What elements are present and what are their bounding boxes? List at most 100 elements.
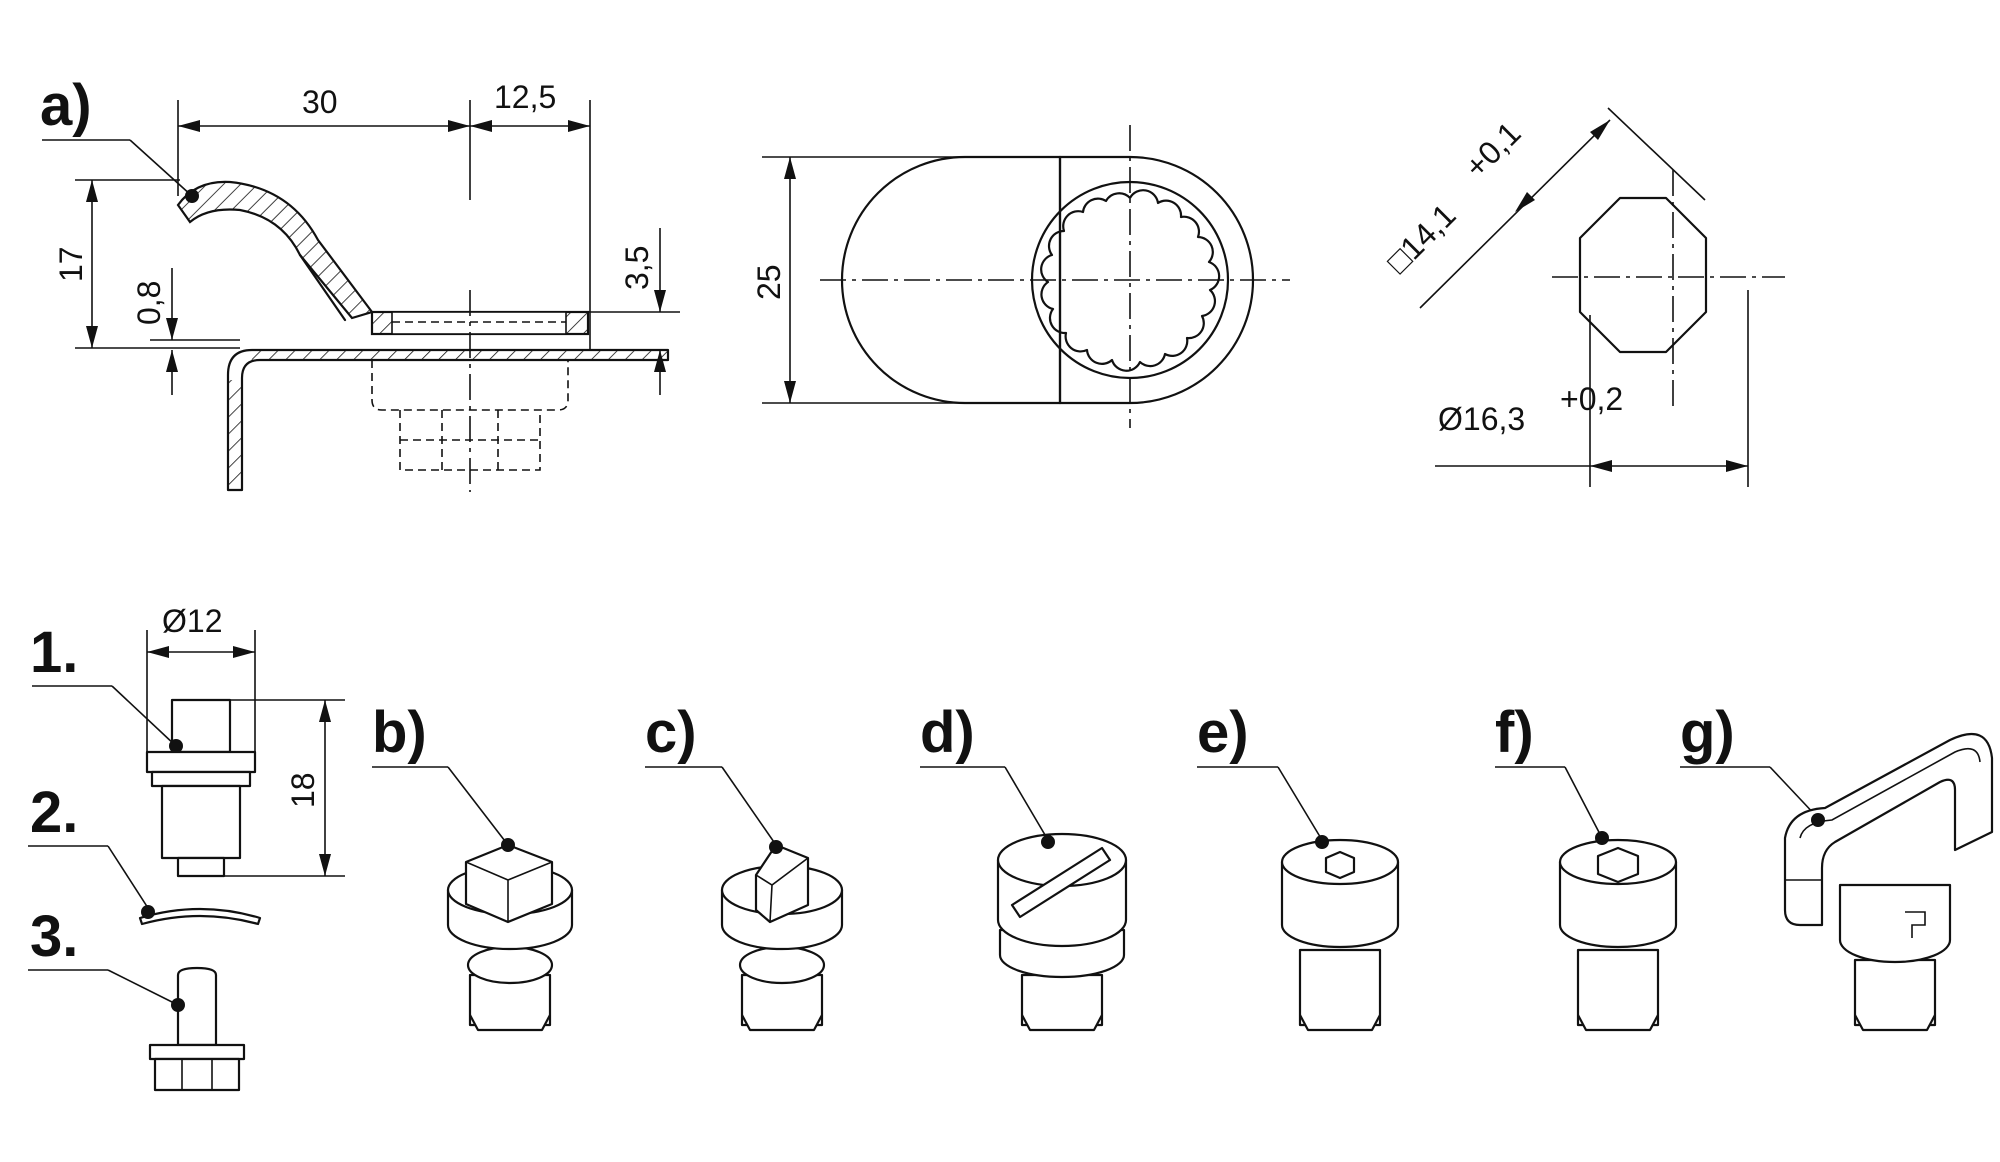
hub-plate-inner [391,311,567,335]
cutout-profile [1578,196,1708,354]
label-e: e) [1197,700,1249,765]
panel-sheet [226,348,670,492]
leader-c-dot [769,840,783,854]
arrow [86,326,98,348]
g-tip [1854,1014,1936,1032]
g-wing-handle [1783,732,1994,927]
c-triangle-edges [755,857,809,923]
section-a-top-view: 25 [751,125,1290,428]
b-square-edges [465,861,553,922]
label-c: c) [645,700,697,765]
arrow [1590,120,1610,140]
b-tip [469,1014,551,1032]
leader-1-diag [111,685,177,747]
arrow [654,350,666,372]
leader-f-diag [1564,766,1603,839]
dim-line-sq [1419,119,1611,309]
dim-18: 18 [285,772,321,808]
label-2: 2. [30,780,78,845]
arrow [1590,460,1612,472]
b-square-spindle [464,843,554,924]
leader-f-dot [1595,831,1609,845]
variant-c: c) [645,700,844,1032]
cam-arm-section [176,180,374,320]
variant-d: d) [920,700,1128,1032]
variant-f: f) [1495,700,1678,1032]
c-tip [741,1014,823,1032]
leader-3-diag [107,969,179,1006]
section-a-cutout: □14,1 +0,1 Ø16,3 +0,2 [1379,107,1785,487]
dim-3-5: 3,5 [619,246,655,290]
leader-2-dot [141,905,155,919]
leader-e-dot [1315,835,1329,849]
dim-0-8: 0,8 [131,281,167,325]
dim-17: 17 [53,246,89,282]
leader-b-dot [501,838,515,852]
part-1-shank [160,784,242,860]
part-1-tip [176,856,226,878]
arrow [654,290,666,312]
b-collar [466,945,554,985]
c-collar [738,945,826,985]
f-hex-socket [1596,846,1640,884]
part-3-stud [176,966,218,1047]
cam-arm-edge [298,253,347,322]
arrow [86,180,98,202]
leader-e-diag [1277,766,1323,841]
arrow [784,157,796,179]
leader-c-diag [721,766,777,846]
body-hidden-core [441,410,499,470]
g-bayonet-slot [1905,911,1926,938]
variant-e: e) [1197,700,1400,1032]
d-tip [1021,1014,1103,1032]
arrow [166,350,178,372]
arrow [319,854,331,876]
dim-30: 30 [302,84,338,120]
leader-d-dot [1041,835,1055,849]
ext-sq-top [1607,107,1706,201]
section-a-side-view: a) 30 12,5 [40,73,680,492]
part-3-hex [153,1057,241,1092]
arrow [166,318,178,340]
arrow [448,120,470,132]
e-hex-socket [1324,850,1356,880]
e-shank [1298,948,1382,1027]
leader-d-diag [1004,766,1049,841]
arrow [319,700,331,722]
g-base [1838,883,1952,964]
variant-g: g) [1680,700,1994,1032]
leader-3-dot [171,998,185,1012]
leader-b-diag [447,766,509,846]
f-head-side [1558,860,1678,949]
arrow [784,381,796,403]
label-1: 1. [30,620,78,685]
arrow [147,646,169,658]
e-tip [1299,1014,1381,1032]
arrow [1515,192,1535,212]
arrow [178,120,200,132]
label-d: d) [920,700,975,765]
panel-hatch [246,350,668,360]
part-2-washer [138,907,262,926]
leader-2-diag [107,845,149,909]
g-handle-edge [1799,747,1981,839]
label-b: b) [372,700,427,765]
dim-25: 25 [751,264,787,300]
e-head-side [1280,860,1400,949]
label-f: f) [1495,700,1534,765]
f-shank [1576,948,1660,1027]
dim-dia-12: Ø12 [162,603,222,639]
dim-12-5: 12,5 [494,79,556,115]
part-1-collar [150,770,252,788]
leader-a-diag [129,139,193,197]
f-tip [1577,1014,1659,1032]
dim-dia-16-3: Ø16,3 [1438,401,1525,437]
part-1-flange [145,750,257,774]
cam-hub-outline [1058,155,1255,405]
leader-1-dot [169,739,183,753]
leader-g-dot [1811,813,1825,827]
arrow [470,120,492,132]
panel-leg-hatch [228,380,242,490]
dim-sq-14-1: □14,1 [1379,197,1462,280]
